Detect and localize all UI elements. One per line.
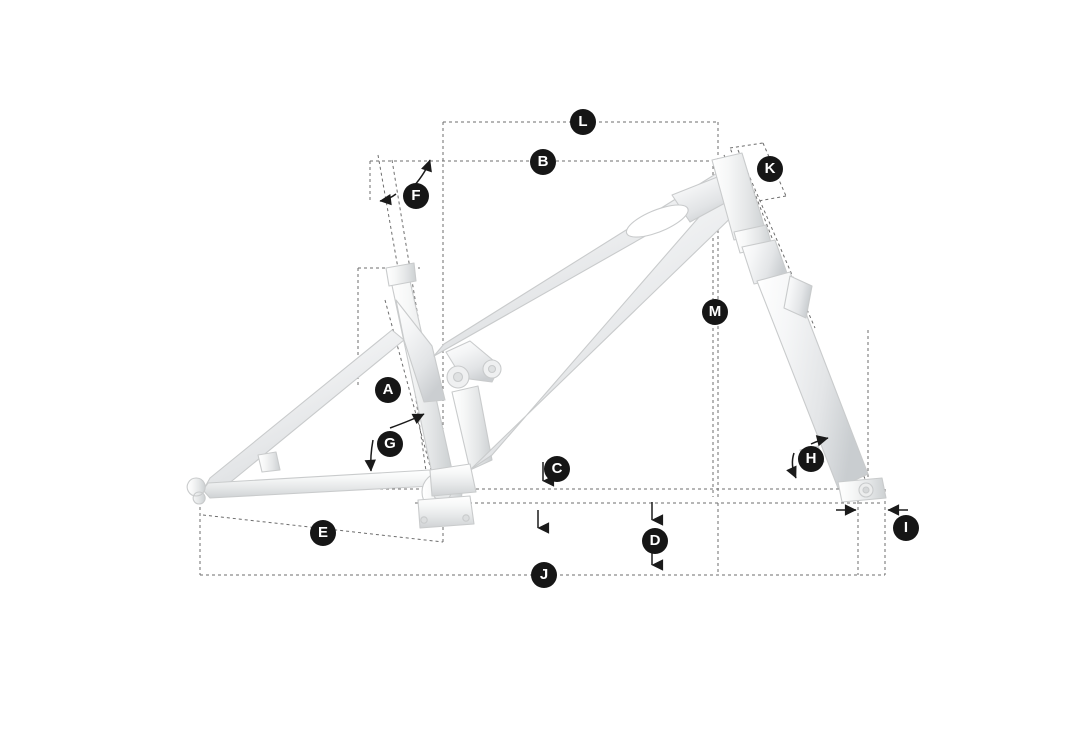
label-badge-I[interactable]: I: [893, 515, 919, 541]
label-badge-G[interactable]: G: [377, 431, 403, 457]
label-badge-K[interactable]: K: [757, 156, 783, 182]
label-badge-H[interactable]: H: [798, 446, 824, 472]
label-badge-J[interactable]: J: [531, 562, 557, 588]
label-badge-D[interactable]: D: [642, 528, 668, 554]
label-badge-B[interactable]: B: [530, 149, 556, 175]
label-badge-F[interactable]: F: [403, 183, 429, 209]
label-badge-E[interactable]: E: [310, 520, 336, 546]
label-badge-L[interactable]: L: [570, 109, 596, 135]
label-badge-A[interactable]: A: [375, 377, 401, 403]
label-badge-C[interactable]: C: [544, 456, 570, 482]
label-badge-M[interactable]: M: [702, 299, 728, 325]
